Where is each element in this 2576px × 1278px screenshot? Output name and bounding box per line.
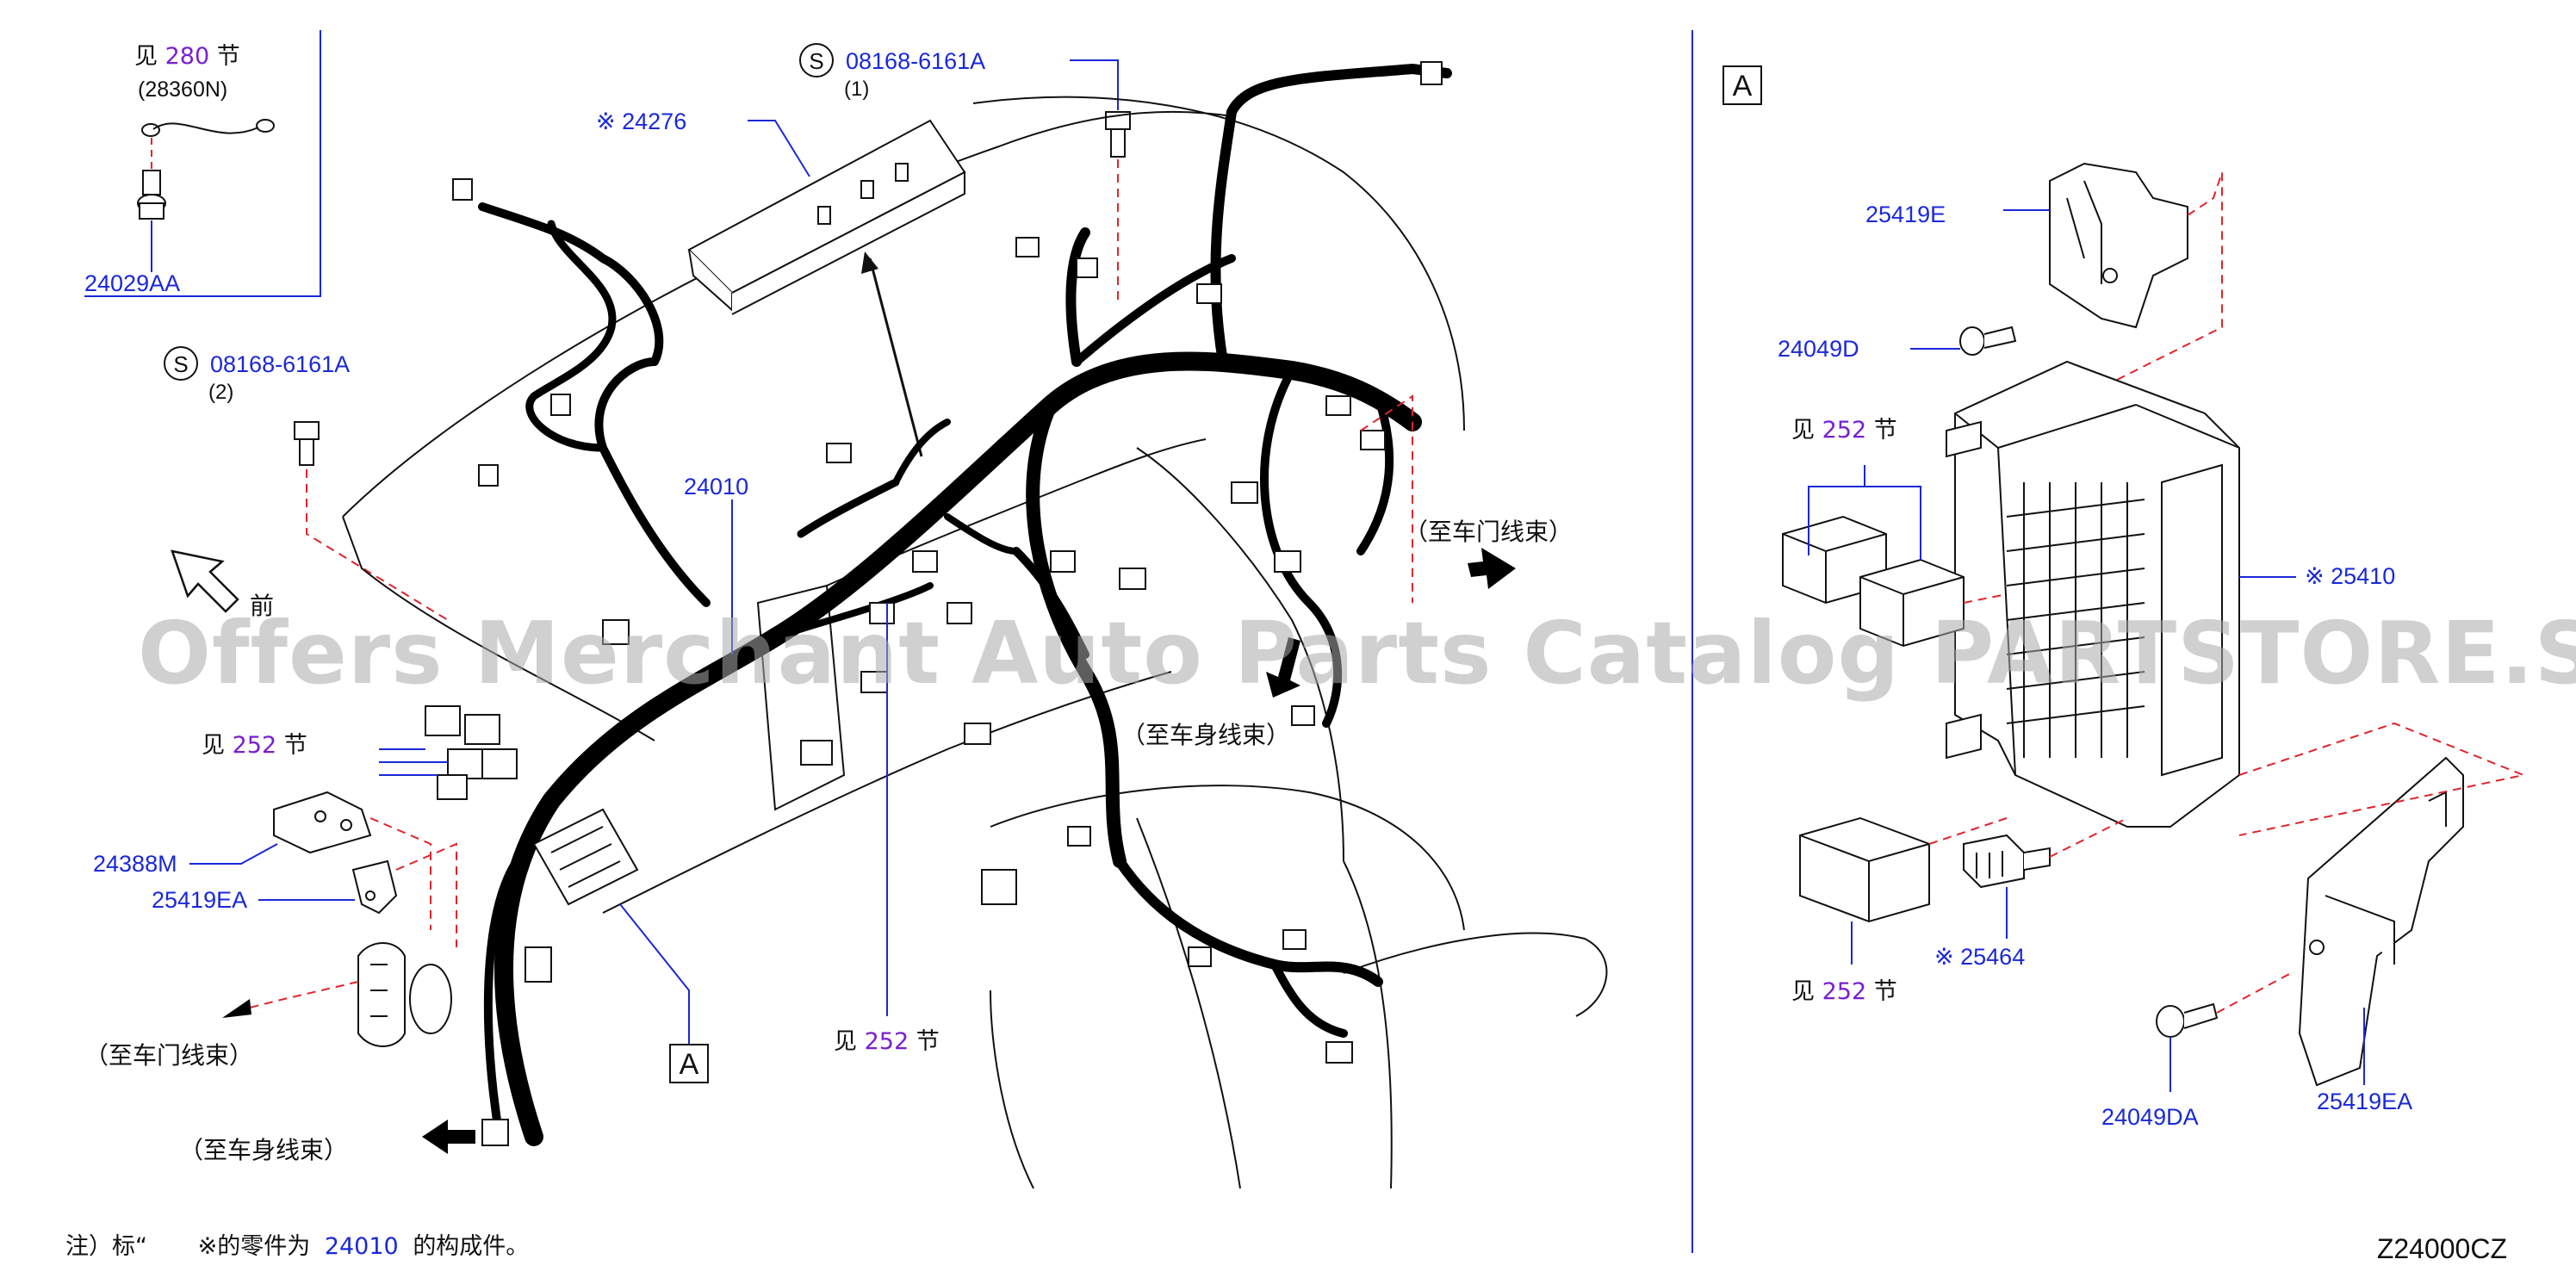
leader-08168-1: [1070, 59, 1119, 110]
ref-280-prefix: 见: [134, 43, 158, 70]
note-prefix: 注）标“: [65, 1233, 147, 1260]
grommet: [357, 942, 452, 1047]
ground-strap: [141, 119, 275, 169]
ref-252-left-number[interactable]: 252: [232, 732, 277, 759]
leader-red-fuse: [2049, 817, 2128, 858]
screw-24049DA: [2156, 1002, 2219, 1038]
ref-252-rt-prefix: 见: [1791, 417, 1815, 444]
part-24388M[interactable]: 24388M: [93, 851, 177, 877]
leader-red-door-right: [1360, 394, 1413, 603]
leader-red-screw: [2216, 972, 2292, 1014]
ref-252-left-suffix: 节: [283, 732, 307, 759]
ref-280-section[interactable]: 见 280 节: [134, 45, 240, 68]
front-label: 前: [250, 592, 275, 620]
leader-red-24388M: [369, 817, 431, 930]
part-25464[interactable]: ※ 25464: [1934, 944, 2026, 970]
note-mid: ※的零件为: [197, 1233, 311, 1260]
bracket-25419E: [2049, 162, 2188, 329]
diagram-code: Z24000CZ: [2376, 1233, 2507, 1264]
leader-red-25419E: [2066, 171, 2223, 406]
bracket-25419EA-right: [2298, 756, 2464, 1087]
ref-252-rb-prefix: 见: [1791, 978, 1815, 1005]
ref-252-section-left[interactable]: 见 252 节: [202, 734, 307, 757]
fuse-box-25410: [1946, 360, 2240, 828]
part-08168-6161A-1[interactable]: 08168-6161A: [846, 48, 986, 74]
arrow-door-left: [222, 999, 267, 1018]
ref-252-rb-number[interactable]: 252: [1822, 978, 1867, 1005]
relay-lower: [1799, 816, 1930, 923]
leader-red-door-left: [249, 981, 359, 1008]
fuse-block-left: [532, 808, 639, 906]
detail-A-callout[interactable]: A: [669, 1044, 709, 1083]
leader-24388M: [189, 843, 278, 865]
to-door-harness-left: （至车门线束）: [84, 1041, 254, 1070]
note-suffix: 的构成件。: [413, 1233, 530, 1260]
part-25419EA-right[interactable]: 25419EA: [2317, 1089, 2413, 1114]
bolt-24029AA: [137, 170, 166, 220]
main-harness-24010: [478, 64, 1452, 1146]
ref-252-mid-prefix: 见: [834, 1028, 857, 1055]
fuse-25464: [1963, 834, 2051, 889]
ref-252-rb-suffix: 节: [1873, 978, 1897, 1005]
bolt-08168-2: [294, 421, 320, 466]
part-08168-qty-2: (2): [208, 381, 234, 404]
leader-red-bracket-right: [2238, 722, 2527, 836]
arrow-body-mid: [1266, 637, 1300, 698]
part-24010[interactable]: 24010: [684, 474, 749, 499]
note-part-24010[interactable]: 24010: [324, 1233, 399, 1260]
arrow-door-right: [1468, 548, 1516, 589]
part-25410[interactable]: ※ 25410: [2305, 563, 2396, 589]
cluster-lid-24276: [687, 119, 966, 315]
leader-24276: [748, 120, 810, 177]
bracket-24388M: [273, 791, 372, 854]
part-25419E[interactable]: 25419E: [1865, 202, 1946, 227]
bolt-08168-1: [1105, 111, 1131, 301]
standard-part-badge-2: S: [164, 346, 198, 381]
harness-connectors: [452, 61, 1443, 1146]
ref-280-number[interactable]: 280: [164, 43, 210, 70]
to-door-harness-right: （至车门线束）: [1404, 518, 1574, 546]
arrow-body-left: [422, 1120, 475, 1154]
relays-left: [425, 705, 518, 800]
part-08168-6161A-2[interactable]: 08168-6161A: [210, 351, 351, 377]
ref-252-mid-number[interactable]: 252: [864, 1028, 909, 1055]
ref-280-suffix: 节: [216, 43, 240, 70]
ref-252-left-prefix: 见: [202, 732, 225, 759]
part-08168-qty-1: (1): [844, 78, 870, 101]
footnote: 注）标“ ※的零件为 24010 的构成件。: [65, 1227, 529, 1261]
leader-red-relays: [1963, 593, 2008, 604]
part-25419EA-left[interactable]: 25419EA: [152, 887, 248, 913]
inset-frame: [84, 30, 321, 297]
lid-arrow: [868, 257, 923, 457]
leader-red-25419EA-left: [395, 842, 457, 947]
part-24029AA[interactable]: 24029AA: [84, 270, 181, 296]
to-body-harness-mid: （至车身线束）: [1121, 721, 1291, 749]
bracket-25419EA-left: [351, 859, 398, 915]
ref-252-section-mid[interactable]: 见 252 节: [834, 1030, 940, 1053]
ref-252-section-right-bottom[interactable]: 见 252 节: [1791, 980, 1897, 1003]
leader-252-right-top: [1808, 465, 1921, 560]
part-24049DA[interactable]: 24049DA: [2101, 1104, 2199, 1130]
leader-A-mid: [619, 903, 690, 1044]
watermark: Offers Merchant Auto Parts Catalog PARTS…: [138, 603, 2576, 704]
ref-252-section-right-top[interactable]: 见 252 节: [1791, 419, 1897, 442]
part-28360N[interactable]: (28360N): [138, 78, 228, 102]
ref-252-rt-number[interactable]: 252: [1822, 417, 1867, 444]
detail-A-header: A: [1723, 65, 1762, 105]
leader-red-08168-2: [306, 469, 449, 621]
screw-24049D: [1959, 326, 2017, 356]
ref-252-mid-suffix: 节: [916, 1028, 940, 1055]
to-body-harness-left: （至车身线束）: [179, 1136, 349, 1164]
part-24049D[interactable]: 24049D: [1778, 336, 1859, 362]
lid-arrowhead: [861, 251, 878, 274]
ref-252-rt-suffix: 节: [1873, 417, 1897, 444]
standard-part-badge-1: S: [799, 43, 834, 78]
front-arrow: [171, 549, 239, 613]
leader-252-left: [379, 748, 448, 776]
part-24276[interactable]: ※ 24276: [596, 109, 687, 134]
